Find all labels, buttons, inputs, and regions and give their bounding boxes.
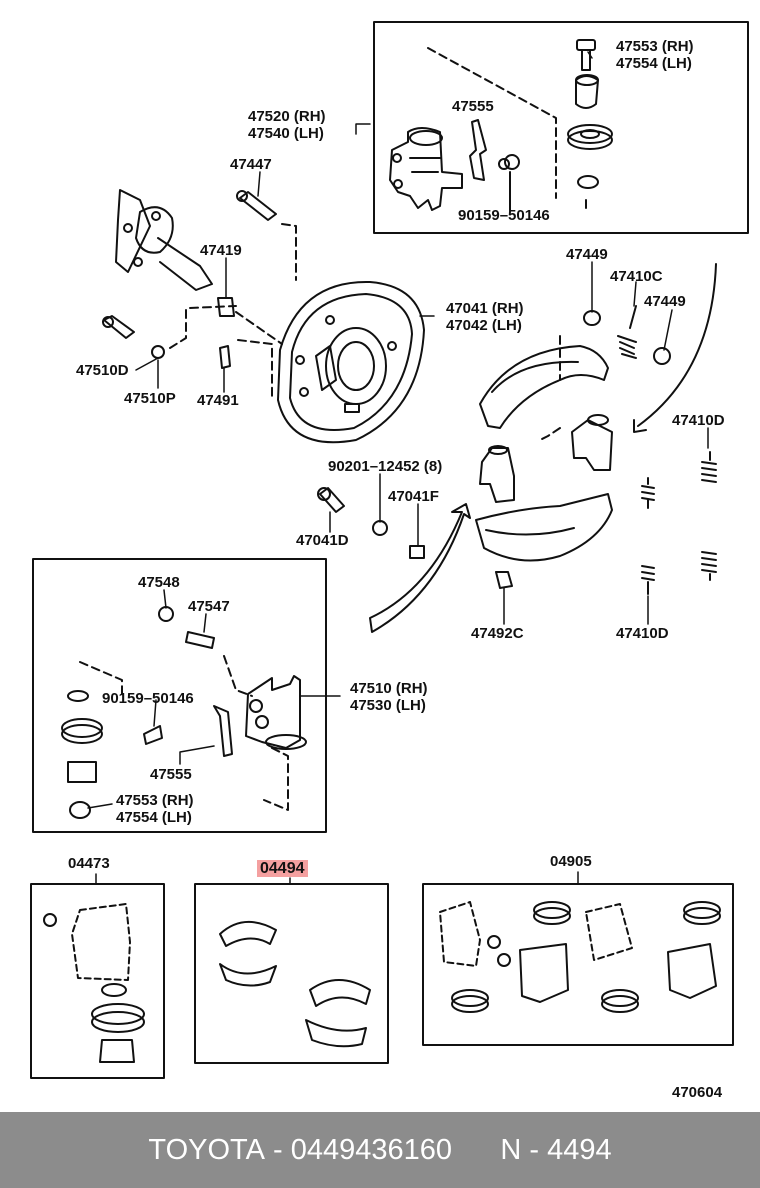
spring-47410c [617,305,637,359]
adjuster-wheel-cylinder [571,414,613,471]
rotation-arrow-upper [633,263,717,433]
label-kit-04473: 04473 [68,855,110,872]
label-90159-bottom: 90159–50146 [102,690,194,707]
label-47554-lh-top: 47554 (LH) [616,55,692,72]
label-90201-12452: 90201–12452 (8) [328,458,443,475]
kit-04473-parts [43,903,145,1063]
label-47548: 47548 [138,574,180,591]
bolt-47447 [236,190,277,221]
footer-ref: N - 4494 [500,1133,612,1166]
label-47419: 47419 [200,242,242,259]
springs-47410d [641,451,717,595]
label-47530-lh: 47530 (LH) [350,697,426,714]
label-kit-04905: 04905 [550,853,592,870]
label-kit-04494-highlighted[interactable]: 04494 [257,860,308,877]
bleeder-47553-top [567,39,613,189]
footer-separator: - [264,1133,291,1166]
kit-04905-parts [439,901,721,1013]
footer-bar: TOYOTA - 0449436160 N - 4494 [0,1112,760,1188]
label-47510p: 47510P [124,390,176,407]
label-90159-top: 90159–50146 [458,207,550,224]
footer-gap [452,1134,500,1167]
cup-and-boot-lower [61,690,103,819]
bleeder-47548 [158,606,174,622]
bracket-47555-bottom [213,705,233,757]
label-47449-a: 47449 [566,246,608,263]
rotation-arrow-lower [369,503,471,633]
label-47555-bottom: 47555 [150,766,192,783]
small-parts-left [102,297,235,369]
bleeder-47547 [185,631,215,649]
footer-part-number: 0449436160 [290,1133,453,1166]
brake-shoe-upper [479,345,609,429]
kit-04494-parts [219,920,371,1048]
bracket-47555-top [469,119,487,181]
leader-dash-left [169,305,283,401]
label-47510d: 47510D [76,362,129,379]
wheel-cylinder-top-frame [373,21,749,234]
footer-brand: TOYOTA [148,1133,265,1166]
wheel-cylinder-upper [389,127,463,211]
figure-number: 470604 [672,1084,723,1101]
leader-dash-bottom [79,655,289,811]
bolt-90159-bottom [143,725,163,745]
brake-shoe-lower [475,493,613,562]
label-leaders [87,51,709,885]
label-47554-lh-bottom: 47554 (LH) [116,809,192,826]
label-47540-lh: 47540 (LH) [248,125,324,142]
backing-plate [277,280,425,444]
label-47410d-top: 47410D [672,412,725,429]
label-47491: 47491 [197,392,239,409]
label-47447: 47447 [230,156,272,173]
label-47041f: 47041F [388,488,439,505]
leader-dash-strut [539,335,561,441]
label-47410d-bottom: 47410D [616,625,669,642]
parts-diagram [30,21,749,1079]
label-47520-rh: 47520 (RH) [248,108,326,125]
label-47041-rh: 47041 (RH) [446,300,524,317]
label-47041d: 47041D [296,532,349,549]
leader-dash-47447 [281,223,297,281]
label-47553-rh-top: 47553 (RH) [616,38,694,55]
kit-04473-frame [30,883,165,1079]
leader-lines-top [427,47,587,211]
label-47510-rh: 47510 (RH) [350,680,428,697]
label-47410c: 47410C [610,268,663,285]
label-47547: 47547 [188,598,230,615]
label-47449-b: 47449 [644,293,686,310]
knuckle-shaft [115,189,213,291]
label-47553-rh-bottom: 47553 (RH) [116,792,194,809]
bolt-90159-top [498,154,520,211]
wheel-cylinder-lower [245,675,307,750]
label-47555-top: 47555 [452,98,494,115]
kit-04494-frame [194,883,389,1064]
label-47492c: 47492C [471,625,524,642]
small-bolts-middle [317,487,513,589]
label-47042-lh: 47042 (LH) [446,317,522,334]
adjuster-strut [479,445,515,503]
